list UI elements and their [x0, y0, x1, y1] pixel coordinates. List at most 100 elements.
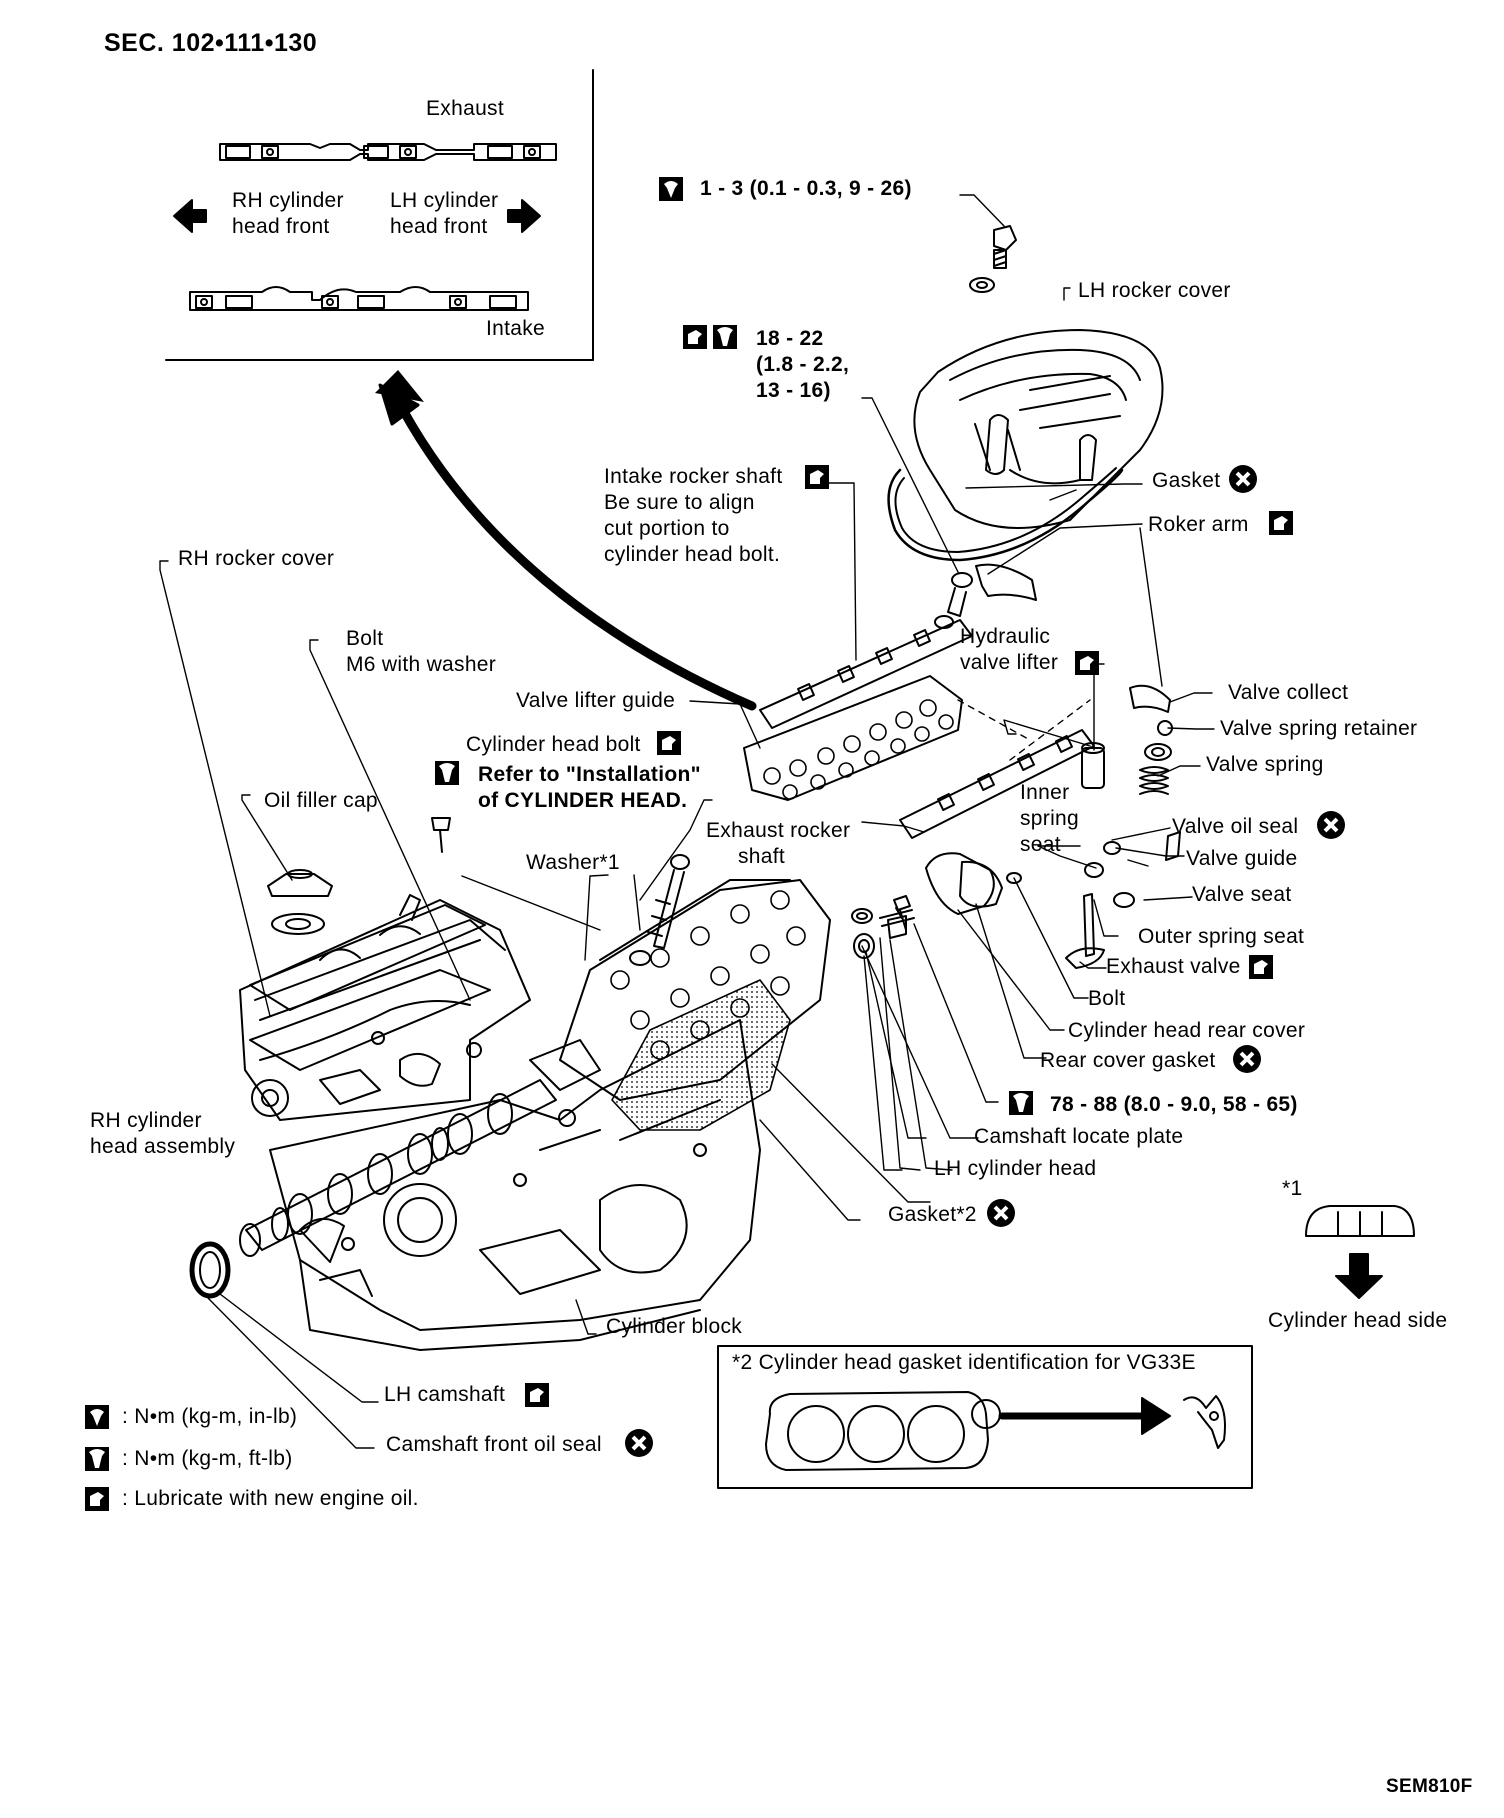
torque-cover-bolt: 1 - 3 (0.1 - 0.3, 9 - 26) [700, 177, 912, 200]
torque-shaft-1: 18 - 22 [756, 327, 824, 350]
valve-train-art [851, 684, 1181, 969]
label-lh-rocker-cover: LH rocker cover [1078, 279, 1231, 302]
legend-lube: : Lubricate with new engine oil. [122, 1487, 419, 1510]
label-cyl-head-bolt: Cylinder head bolt [466, 733, 641, 756]
inset-rh-front-1: RH cylinder [232, 189, 344, 212]
washer-detail-art [1305, 1205, 1415, 1299]
inset-intake-strip [189, 286, 529, 311]
label-valve-seat: Valve seat [1192, 883, 1292, 906]
torque-shaft-2: (1.8 - 2.2, [756, 353, 850, 376]
torque-wrench-icon [713, 325, 737, 349]
alignment-line [957, 699, 1091, 761]
label-roker-arm: Roker arm [1148, 513, 1249, 536]
inset-exhaust-label: Exhaust [426, 97, 504, 120]
label-intake-shaft-4: cylinder head bolt. [604, 543, 781, 566]
label-cam-front-oil-seal: Camshaft front oil seal [386, 1433, 602, 1456]
label-outer-spring-seat: Outer spring seat [1138, 925, 1305, 948]
left-arrow [173, 199, 207, 233]
rh-cylinder-head-art [239, 894, 531, 1121]
section-number: SEC. 102•111•130 [104, 29, 318, 57]
label-intake-shaft-1: Intake rocker shaft [604, 465, 783, 488]
label-rh-rocker-cover: RH rocker cover [178, 547, 335, 570]
lubricate-icon [1075, 651, 1099, 675]
head-bolt-art [431, 817, 690, 966]
torque-camshaft-plate: 78 - 88 (8.0 - 9.0, 58 - 65) [1050, 1093, 1298, 1116]
camshaft-seal-art [189, 1241, 231, 1299]
inset-rh-front-2: head front [232, 215, 330, 238]
label-valve-collect: Valve collect [1228, 681, 1349, 704]
valve-lifter-guide-art [743, 675, 963, 801]
inset-lh-front-2: head front [390, 215, 488, 238]
replace-x-icon [987, 1199, 1015, 1227]
label-rh-head-1: RH cylinder [90, 1109, 202, 1132]
label-rh-head-2: head assembly [90, 1135, 236, 1158]
cover-bolt-art [969, 225, 1017, 293]
inset-lh-front-1: LH cylinder [390, 189, 499, 212]
label-inner-1: Inner [1020, 781, 1070, 804]
inset-intake-label: Intake [486, 317, 546, 340]
torque-wrench-icon [435, 761, 459, 785]
figure-code: SEM810F [1386, 1776, 1473, 1797]
label-lh-camshaft: LH camshaft [384, 1383, 506, 1406]
lubricate-icon [683, 325, 707, 349]
label-camshaft-locate-plate: Camshaft locate plate [974, 1125, 1184, 1148]
inset-frame [165, 69, 594, 361]
lh-rocker-cover-art [887, 329, 1164, 562]
oil-filler-cap-art [267, 869, 333, 935]
label-gasket-2: Gasket*2 [888, 1203, 977, 1226]
lubricate-icon [1269, 511, 1293, 535]
label-washer: Washer*1 [526, 851, 620, 874]
label-rear-cover-gasket: Rear cover gasket [1040, 1049, 1216, 1072]
lubricate-icon [1249, 955, 1273, 979]
label-inner-2: spring [1020, 807, 1079, 830]
label-oil-filler-cap: Oil filler cap [264, 789, 378, 812]
replace-x-icon [1229, 465, 1257, 493]
label-valve-lifter-guide: Valve lifter guide [516, 689, 676, 712]
leader-lines [159, 194, 1215, 1449]
label-valve-guide: Valve guide [1186, 847, 1298, 870]
torque-wrench-solid-icon [85, 1405, 109, 1429]
label-star-1: *1 [1282, 1177, 1303, 1200]
label-refer-2: of CYLINDER HEAD. [478, 789, 688, 812]
label-valve-spring-retainer: Valve spring retainer [1220, 717, 1418, 740]
label-bolt-m6: M6 with washer [346, 653, 497, 676]
torque-wrench-icon [1009, 1091, 1033, 1115]
torque-shaft-3: 13 - 16) [756, 379, 831, 402]
lubricate-icon [85, 1487, 109, 1511]
inset-exhaust-strip [219, 143, 557, 161]
right-arrow [507, 199, 541, 233]
legend-nm-inlb: : N•m (kg-m, in-lb) [122, 1405, 298, 1428]
label-bolt-2: Bolt [1088, 987, 1126, 1010]
label-cyl-head-rear-cover: Cylinder head rear cover [1068, 1019, 1306, 1042]
label-intake-shaft-3: cut portion to [604, 517, 730, 540]
torque-wrench-solid-icon [659, 177, 683, 201]
label-intake-shaft-2: Be sure to align [604, 491, 755, 514]
lubricate-icon [805, 465, 829, 489]
label-exhaust-shaft-1: Exhaust rocker [706, 819, 851, 842]
replace-x-icon [1317, 811, 1345, 839]
big-curved-arrow [390, 390, 757, 711]
label-gasket: Gasket [1152, 469, 1221, 492]
label-hydraulic-2: valve lifter [960, 651, 1059, 674]
shaft-bolt-art [934, 572, 973, 629]
lubricate-icon [657, 731, 681, 755]
lubricate-icon [525, 1383, 549, 1407]
label-refer-1: Refer to "Installation" [478, 763, 701, 786]
label-hydraulic-1: Hydraulic [960, 625, 1051, 648]
camshaft-plate-art [853, 907, 907, 959]
replace-x-icon [625, 1429, 653, 1457]
intake-rocker-shaft-art [759, 619, 973, 729]
legend-nm-ftlb: : N•m (kg-m, ft-lb) [122, 1447, 293, 1470]
label-valve-oil-seal: Valve oil seal [1172, 815, 1299, 838]
replace-x-icon [1233, 1045, 1261, 1073]
label-valve-spring: Valve spring [1206, 753, 1324, 776]
rocker-arm-art [975, 563, 1037, 601]
label-cylinder-block: Cylinder block [606, 1315, 743, 1338]
gasket-id-box [717, 1345, 1253, 1489]
camshaft-art [239, 1079, 557, 1257]
gasket-box-title: *2 Cylinder head gasket identification f… [732, 1351, 1196, 1374]
lh-cylinder-head-art [529, 879, 831, 1127]
torque-wrench-icon [85, 1447, 109, 1471]
